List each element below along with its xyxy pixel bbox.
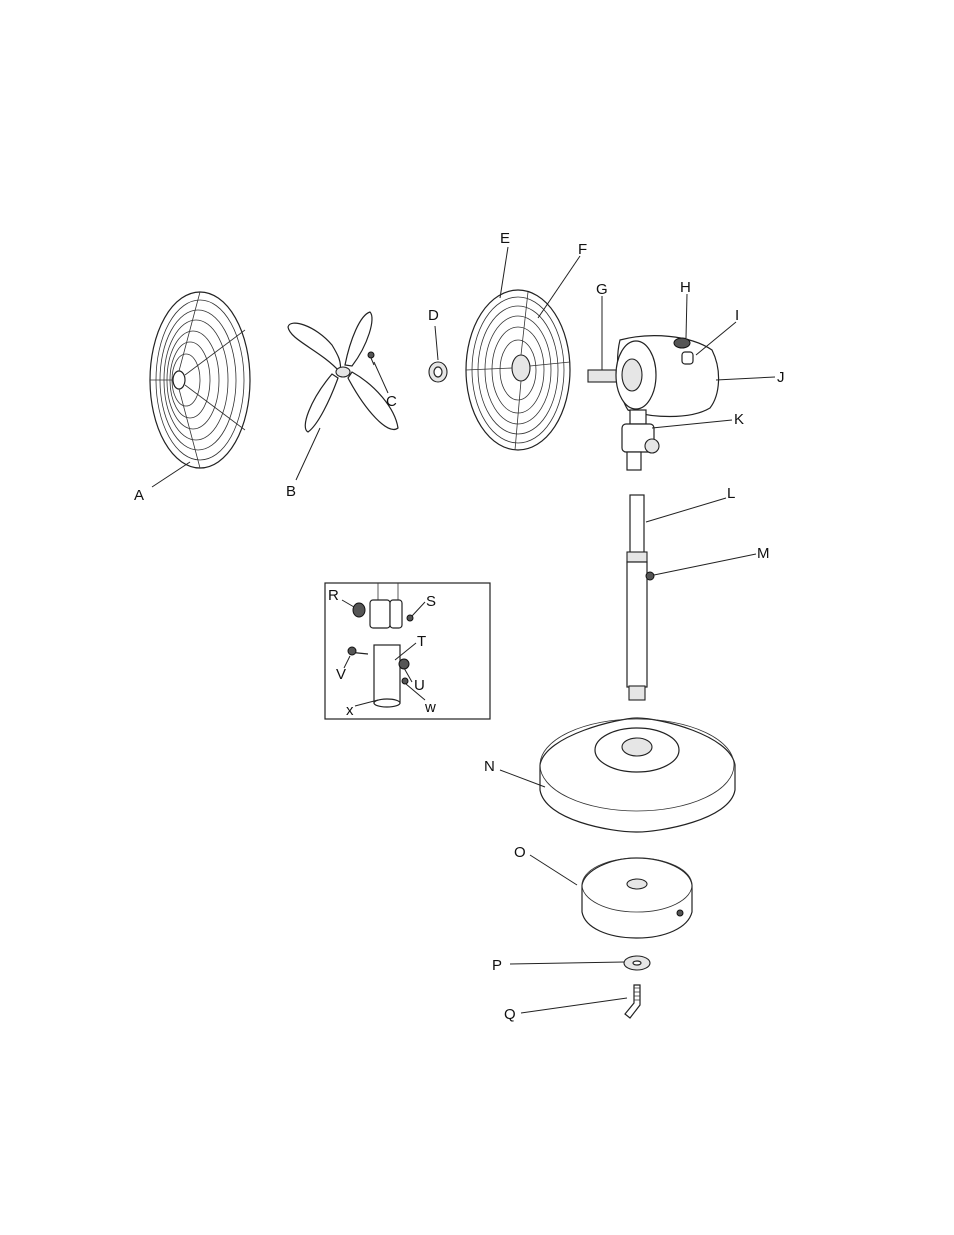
label-n: N xyxy=(484,758,495,775)
motor-housing xyxy=(588,336,719,470)
upright-pole xyxy=(627,495,654,700)
label-e: E xyxy=(500,230,510,247)
label-g: G xyxy=(596,281,608,298)
base-weight xyxy=(582,858,692,938)
label-c: C xyxy=(386,393,397,410)
base-cover xyxy=(540,718,735,832)
label-d: D xyxy=(428,307,439,324)
fan-blade xyxy=(288,312,398,432)
washer xyxy=(624,956,650,970)
label-o: O xyxy=(514,844,526,861)
label-v: V xyxy=(336,666,346,683)
label-k: K xyxy=(734,411,744,428)
rear-grille xyxy=(150,292,250,468)
label-p: P xyxy=(492,957,502,974)
bolt xyxy=(625,985,640,1018)
label-w: w xyxy=(424,699,436,716)
label-r: R xyxy=(328,587,339,604)
label-q: Q xyxy=(504,1006,516,1023)
label-j: J xyxy=(777,369,785,386)
spinner-nut xyxy=(429,362,447,382)
front-grille xyxy=(466,290,570,450)
label-l: L xyxy=(727,485,735,502)
label-x: x xyxy=(346,702,354,719)
label-b: B xyxy=(286,483,296,500)
label-f: F xyxy=(578,241,587,258)
label-t: T xyxy=(417,633,426,650)
detail-inset xyxy=(325,583,490,719)
label-s: S xyxy=(426,593,436,610)
label-i: I xyxy=(735,307,739,324)
blade-screw xyxy=(368,352,374,365)
label-m: M xyxy=(757,545,770,562)
label-u: U xyxy=(414,677,425,694)
label-h: H xyxy=(680,279,691,296)
label-a: A xyxy=(134,487,144,504)
